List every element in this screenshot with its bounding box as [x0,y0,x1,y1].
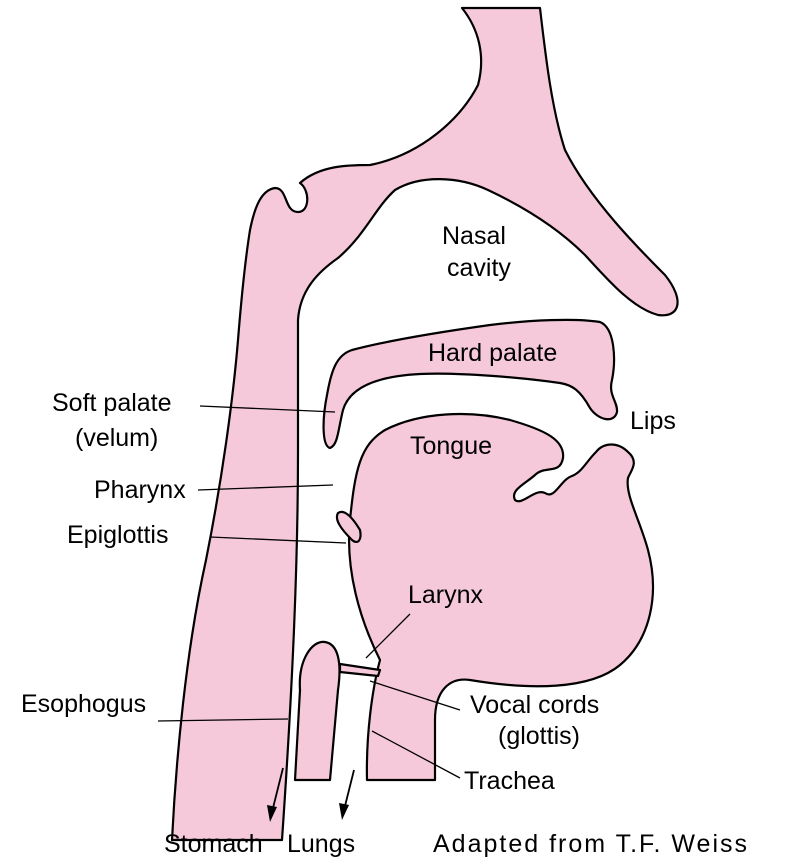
vocal-cords-label-line2: (glottis) [498,722,580,750]
vocal-cords-label: Vocal cords [470,691,599,719]
tongue-label: Tongue [410,432,492,460]
stomach-label: Stomach [164,830,263,858]
nasal-cavity-label: Nasal [442,222,506,250]
credit-text: Adapted from T.F. Weiss [433,830,749,858]
pharynx-label: Pharynx [94,476,186,504]
lungs-arrow-head [339,803,349,820]
lungs-arrow-line [345,770,354,806]
hard-palate-label: Hard palate [428,339,557,367]
lungs-label: Lungs [287,830,355,858]
trachea-shape [295,642,339,780]
soft-palate-label: Soft palate [52,389,172,417]
esophogus-label: Esophogus [21,690,146,718]
trachea-label: Trachea [464,767,555,795]
nasal-cavity-label-line2: cavity [447,254,511,282]
epiglottis-label: Epiglottis [67,521,168,549]
larynx-label: Larynx [408,581,484,609]
soft-palate-label-line2: (velum) [75,424,158,452]
vocal-cords-shape [340,664,380,676]
lips-label: Lips [630,407,676,435]
